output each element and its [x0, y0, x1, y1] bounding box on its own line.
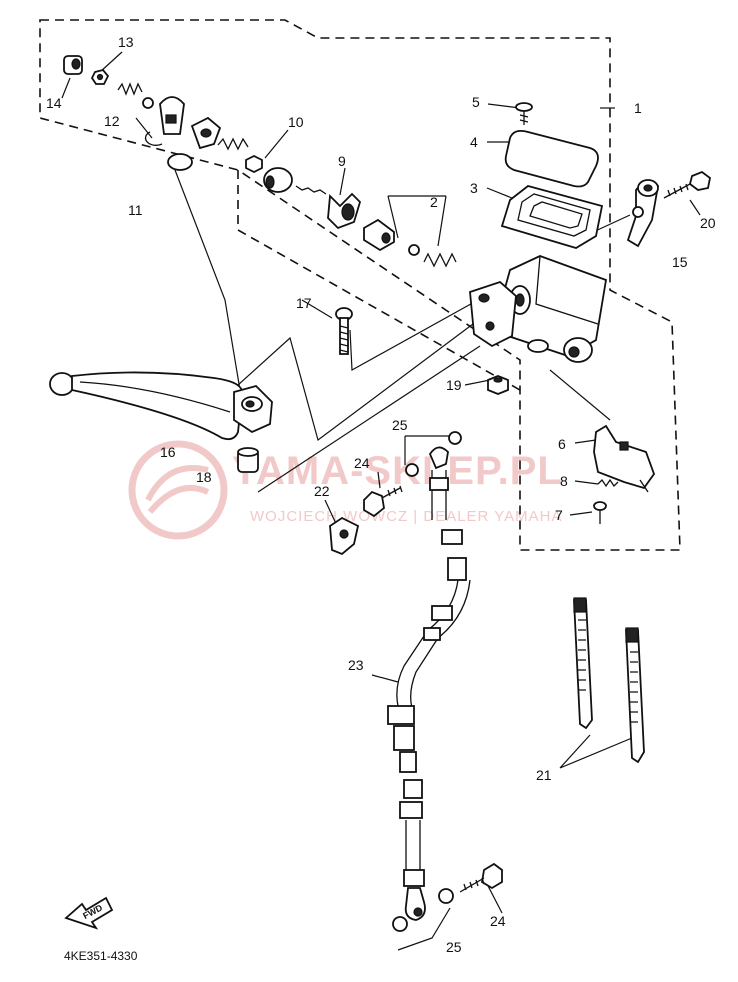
part-7-screw — [593, 501, 607, 524]
part-8-spring — [597, 478, 619, 488]
leader-18-collar — [257, 345, 481, 493]
watermark-sub-text: WOJCIECH WOWCZ | DEALER YAMAHA — [250, 508, 563, 525]
callout-18: 18 — [196, 469, 212, 485]
callout-11: 11 — [128, 202, 143, 218]
watermark-main-text: YAMA-SKLEP.PL — [232, 449, 563, 493]
leader-24-upper-bolt — [377, 471, 381, 489]
callout-20: 20 — [700, 215, 716, 231]
part-25-washer-upper-b — [448, 431, 462, 445]
part-washer-small — [142, 97, 154, 109]
leader-21-ties — [559, 734, 633, 769]
callout-5: 5 — [472, 94, 480, 110]
part-14-cap-nut — [63, 55, 83, 75]
part-9-push-rod — [295, 185, 362, 230]
group-outlines — [39, 19, 681, 551]
part-adjuster — [159, 96, 185, 135]
callout-25-lower: 25 — [446, 939, 462, 955]
callout-3: 3 — [470, 180, 478, 196]
lever-group-outline — [237, 170, 521, 391]
part-1-master-cylinder-body — [469, 255, 608, 363]
part-25-washer-lower-a — [392, 916, 408, 932]
part-25-washer-lower-b — [438, 888, 454, 904]
leader-lines — [61, 51, 701, 951]
part-3-diaphragm — [500, 185, 604, 249]
callout-19: 19 — [446, 377, 462, 393]
leader-25-lower-washers — [397, 907, 451, 951]
leader-switch — [549, 369, 611, 421]
callout-22: 22 — [314, 483, 330, 499]
leader-9-10 — [264, 129, 346, 196]
part-16-brake-lever — [49, 371, 273, 441]
part-10-nut — [245, 154, 263, 174]
part-spring-small — [117, 82, 143, 96]
watermark: YAMA-SKLEP.PL WOJCIECH WOWCZ | DEALER YA… — [128, 440, 563, 540]
part-21-cable-ties — [573, 597, 645, 764]
leader-23-hose — [371, 674, 399, 683]
diagram-code: 4KE351-4330 — [64, 949, 138, 963]
callout-7: 7 — [555, 507, 563, 523]
callout-6: 6 — [558, 436, 566, 452]
part-4-reservoir-cap — [504, 129, 599, 188]
callout-15: 15 — [672, 254, 688, 270]
part-spring-medium — [217, 137, 249, 151]
callout-24-lower: 24 — [490, 913, 506, 929]
forward-arrow-icon: FWD — [64, 896, 114, 930]
callout-17: 17 — [296, 295, 312, 311]
leader-17-bolt — [349, 299, 479, 371]
callout-14: 14 — [46, 95, 62, 111]
leader-6-7-8 — [569, 439, 599, 516]
part-o-ring — [167, 153, 193, 171]
callout-numbers: 1 2 3 4 5 6 7 8 9 10 11 12 13 14 15 16 1… — [46, 34, 716, 955]
part-5-screw — [515, 102, 533, 125]
leader-3-4-5 — [486, 103, 521, 199]
watermark-logo-ring — [128, 440, 228, 540]
leader-17-19 — [301, 299, 491, 386]
part-22-fitting — [329, 516, 360, 556]
callout-13: 13 — [118, 34, 134, 50]
part-17-bolt — [335, 307, 353, 355]
leader-16-lever-link — [237, 299, 506, 442]
leader-11-lever-pivot — [174, 169, 241, 391]
part-24-union-bolt-upper — [363, 485, 403, 518]
part-6-brake-switch — [593, 424, 656, 493]
watermark-logo-mark — [145, 465, 210, 514]
callout-25-upper: 25 — [392, 417, 408, 433]
master-cylinder-group-outline — [39, 19, 681, 551]
leader-12-13-14 — [61, 51, 153, 139]
part-19-nut — [487, 375, 509, 395]
callout-8: 8 — [560, 473, 568, 489]
part-24-union-bolt-lower — [459, 862, 503, 893]
callout-4: 4 — [470, 134, 478, 150]
callout-10: 10 — [288, 114, 304, 130]
part-13-nut — [90, 68, 110, 85]
callout-9: 9 — [338, 153, 346, 169]
part-23-brake-hose — [387, 446, 471, 921]
callout-21: 21 — [536, 767, 552, 783]
part-15-holder — [626, 179, 659, 248]
callout-23: 23 — [348, 657, 364, 673]
part-10-dust-seal-hole — [265, 175, 275, 189]
part-18-collar — [237, 447, 259, 473]
leader-25-upper-washers — [404, 435, 455, 465]
callout-16: 16 — [160, 444, 176, 460]
leader-2-piston-kit — [387, 195, 447, 247]
callout-1: 1 — [634, 100, 642, 116]
part-25-washer-upper-a — [405, 463, 419, 477]
callout-24-upper: 24 — [354, 455, 370, 471]
part-2-piston-kit — [363, 218, 457, 268]
leader-20-bolt — [689, 199, 701, 216]
callout-2: 2 — [430, 194, 438, 210]
callout-12: 12 — [104, 113, 120, 129]
part-12-circlip — [144, 131, 163, 146]
part-20-bolt — [663, 170, 711, 199]
part-boot — [190, 116, 222, 150]
